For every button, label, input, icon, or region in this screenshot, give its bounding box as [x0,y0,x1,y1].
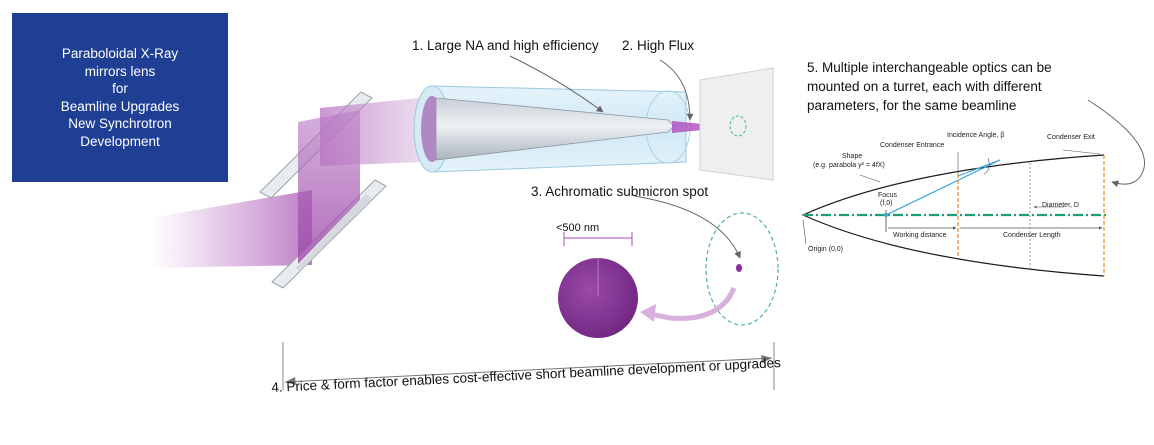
working-distance-label: Working distance [893,232,947,239]
callout-1-label: 1. Large NA and high efficiency [412,38,599,53]
condenser-exit-label: Condenser Exit [1047,134,1095,141]
callout-3-arrow [633,195,741,259]
title-line: for [112,81,128,96]
origin-label: Origin (0,0) [808,246,844,253]
title-line: New Synchrotron [68,116,172,131]
ray-line [885,159,1001,216]
callout-3-label: 3. Achromatic submicron spot [531,184,709,199]
lower-mirror-face [296,194,372,272]
callout-5-line: 5. Multiple interchangeable optics can b… [807,60,1052,75]
callout-2-label: 2. High Flux [622,38,695,53]
title-line: Paraboloidal X-Ray [61,46,179,61]
focus-coordinate: (f,0) [880,200,893,207]
callout-2-arrow [659,59,694,121]
detector-screen [699,67,774,181]
callout-5-arrow [1087,99,1146,188]
condenser-length-label: Condenser Length [1003,232,1061,239]
title-line: Development [80,133,160,149]
focal-circle [729,115,747,137]
diameter-label: Diameter, D [1042,202,1079,209]
shape-equation: (e.g. parabola y² = 4fX) [813,162,885,169]
title-line: Beamline Upgrades [60,98,180,114]
focus-label: Focus [878,192,898,199]
mirror-cone [435,97,675,161]
incidence-angle-label: Incidence Angle, β [947,132,1005,139]
condenser-entrance-label: Condenser Entrance [880,142,945,149]
spot-circle [558,258,638,338]
callout-5-label: 5. Multiple interchangeable optics can b… [807,58,1127,115]
spot-size-label: <500 nm [556,222,600,234]
zoom-arrow [649,286,737,321]
callout-1-arrow [509,55,604,113]
title-line: mirrors lens [84,63,156,79]
spot-zoom-ring [705,212,779,326]
callout-5-line: mounted on a turret, each with different [807,79,1042,94]
outgoing-beam [320,98,425,166]
callout-5-line: parameters, for the same beamline [807,98,1017,113]
incoming-beam [150,190,312,268]
title-box: Paraboloidal X-Ray mirrors lens for Beam… [12,13,228,182]
shape-label: Shape [842,153,863,160]
length-dimension-line [284,357,773,383]
